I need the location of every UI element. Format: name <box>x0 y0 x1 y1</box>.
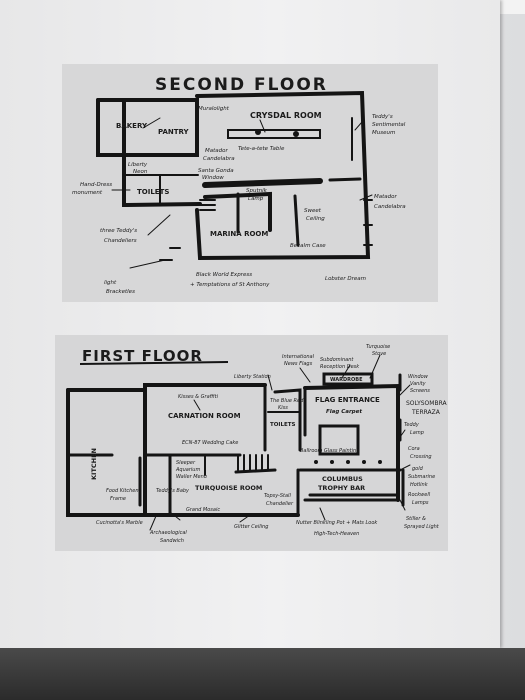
note: Screens <box>410 388 430 394</box>
room-pantry: PANTRY <box>158 128 190 136</box>
note: Sweet <box>304 208 322 214</box>
floor-strip <box>0 648 525 700</box>
note: The Blue Red <box>270 398 304 404</box>
second-floor-heading: SECOND FLOOR <box>155 75 328 95</box>
first-floor-room-labels: KITCHEN CARNATION ROOM FLAG ENTRANCE Fla… <box>90 377 380 492</box>
note: Teddy's <box>372 114 393 120</box>
room-wardrobe: WARDROBE <box>330 377 363 383</box>
note: Teddy's Baby <box>156 488 190 494</box>
crystal-room-dot <box>255 129 261 135</box>
note: Sputnik <box>246 188 268 194</box>
note: light <box>104 280 117 286</box>
note: Black World Express <box>196 272 252 278</box>
note: Turquoise <box>366 344 390 350</box>
note: gold <box>412 466 424 472</box>
note: Chandelier <box>266 501 294 507</box>
room-columbus: COLUMBUS <box>322 475 363 483</box>
room-flag-entrance: FLAG ENTRANCE <box>315 396 380 404</box>
note: Ceiling <box>306 216 325 222</box>
note: + Temptations of St Anthony <box>190 282 270 288</box>
note: Santa Gonda <box>198 168 234 174</box>
room-carnation: CARNATION ROOM <box>168 412 241 420</box>
note: Reception Desk <box>320 364 360 370</box>
note: Window <box>202 175 224 181</box>
note: Sleeper <box>176 460 196 466</box>
note: Aquarium <box>175 467 200 473</box>
note: Window <box>408 374 429 380</box>
room-turquoise: TURQUOISE ROOM <box>195 484 262 492</box>
trophy-bar-symbols <box>314 460 382 464</box>
note: Vanity <box>410 381 427 387</box>
note: International <box>282 354 315 360</box>
note: Lamps <box>412 500 429 506</box>
note: Submarine <box>408 474 435 480</box>
note: Rockwell <box>408 492 431 498</box>
note: Frame <box>110 496 126 502</box>
note: Glitter Ceiling <box>234 524 268 530</box>
room-trophy-bar: TROPHY BAR <box>318 484 365 492</box>
note: Liberty <box>128 162 148 168</box>
note: Crossing <box>410 454 432 460</box>
note: Hand-Dress <box>80 182 112 188</box>
room-marina: MARINA ROOM <box>210 230 268 238</box>
note: Hotlink <box>410 482 429 488</box>
note: Liberty Station <box>234 374 271 380</box>
note: Stove <box>372 351 386 357</box>
note: Lamp <box>410 430 424 436</box>
note: Lamp <box>248 196 264 202</box>
note: monument <box>72 190 103 196</box>
note: three Teddy's <box>100 228 137 234</box>
note: Matador <box>205 148 228 154</box>
note: Candelabra <box>203 156 235 162</box>
note: Stiller & <box>406 516 426 522</box>
first-floor-underline <box>79 361 229 365</box>
note: Topsy-Stall <box>264 493 291 499</box>
room-toilets-2f: TOILETS <box>137 188 169 196</box>
note: Food Kitchen <box>106 488 139 494</box>
note: Sentimental <box>372 122 406 128</box>
room-kitchen: KITCHEN <box>90 448 98 480</box>
note: Ballroom Glass Painting <box>300 448 359 454</box>
note: Cucinotta's Marble <box>96 520 143 526</box>
note: Archaeological <box>149 530 187 536</box>
note: Cora <box>408 446 420 452</box>
note: Muralolight <box>198 106 230 112</box>
note: Teddy <box>404 422 420 428</box>
room-crystal: CRYSDAL ROOM <box>250 111 322 120</box>
second-floor-walls <box>96 90 373 269</box>
note: High-Tech-Heaven <box>314 531 359 537</box>
second-floor-room-labels: BAKERY PANTRY CRYSDAL ROOM TOILETS MARIN… <box>116 111 322 238</box>
note: Sprayed Light <box>404 524 440 530</box>
note: Chandeliers <box>104 238 137 244</box>
note: SOLYSOMBRA <box>406 400 447 407</box>
note: Nutter Blinkling Pot + Mats Look <box>296 520 378 526</box>
note: Becalm Case <box>290 243 326 249</box>
first-floor-panel <box>55 335 448 551</box>
note: Tete-a-tete Table <box>238 146 285 152</box>
note: Lobster Dream <box>325 276 366 282</box>
first-floor-walls <box>66 354 411 531</box>
room-flag-carpet: Flag Carpet <box>326 409 362 415</box>
note: Waller Menu <box>176 474 207 480</box>
room-bakery: BAKERY <box>116 122 148 130</box>
note: ECN-87 Wedding Cake <box>182 440 238 446</box>
first-floor-heading: FIRST FLOOR <box>82 347 203 365</box>
note: Matador <box>374 194 397 200</box>
note: Candelabra <box>374 204 406 210</box>
room-toilets-1f: TOILETS <box>270 422 295 428</box>
note: Museum <box>372 130 395 136</box>
first-floor-notes: Kisses & Graffiti Liberty Station Intern… <box>96 344 447 544</box>
second-floor-notes: Muralolight Teddy's Sentimental Museum T… <box>72 106 406 295</box>
crystal-room-dot <box>293 131 299 137</box>
note: Kiss <box>278 405 288 411</box>
note: Sandwich <box>160 538 184 544</box>
note: Kisses & Graffiti <box>178 394 219 400</box>
note: Bracketles <box>106 289 135 295</box>
note: News Flags <box>284 361 313 367</box>
note: TERRAZA <box>411 409 441 416</box>
note: Subdominant <box>320 357 354 363</box>
note: Neon <box>133 169 148 175</box>
note: Grand Mosaic <box>186 507 220 513</box>
